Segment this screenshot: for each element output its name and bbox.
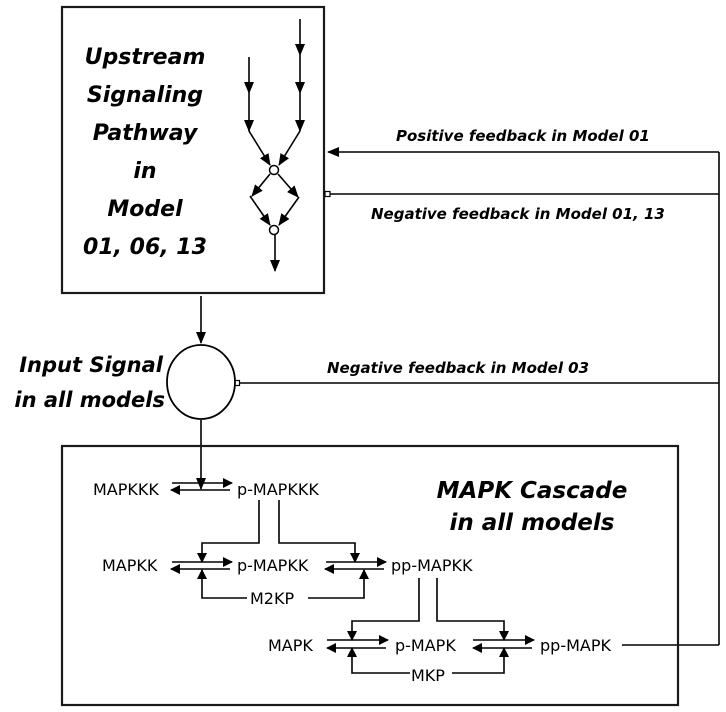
node-mapk: MAPK xyxy=(268,636,313,655)
mini-node xyxy=(268,164,280,176)
node-pp-mapk: pp-MAPK xyxy=(540,636,611,655)
upstream-title-line-1: Upstream xyxy=(85,45,206,70)
catalysis-arrow xyxy=(278,500,360,563)
mini-arrow xyxy=(249,195,271,226)
node-mkp: MKP xyxy=(411,666,445,685)
pp-mapkk-catalysis-lines xyxy=(347,578,509,641)
phosphatase-arrow xyxy=(347,647,410,674)
phosphatase-arrow xyxy=(308,569,369,599)
node-p-mapkkk: p-MAPKKK xyxy=(237,480,319,499)
phosphatase-arrow xyxy=(197,569,247,599)
node-m2kp: M2KP xyxy=(250,589,294,608)
node-p-mapk: p-MAPK xyxy=(395,636,456,655)
node-mapkk: MAPKK xyxy=(102,556,158,575)
node-p-mapkk: p-MAPKK xyxy=(237,556,309,575)
tier-mapk: MAPK p-MAPK pp-MAPK MKP xyxy=(268,635,611,685)
catalysis-arrow xyxy=(197,500,260,563)
mini-arrow xyxy=(278,130,301,166)
tier-mapkk: MAPKK p-MAPKK pp-MAPKK M2KP xyxy=(102,556,473,608)
p-mapkkk-catalysis-lines xyxy=(197,500,360,563)
mini-arrow xyxy=(251,173,271,197)
upstream-title: Upstream Signaling Pathway in Model 01, … xyxy=(83,45,207,260)
catalysis-arrow xyxy=(347,578,420,641)
negative-feedback-label-03: Negative feedback in Model 03 xyxy=(327,359,589,377)
mini-arrow xyxy=(277,173,299,198)
mini-arrow xyxy=(278,196,300,226)
mapk-cascade-box xyxy=(60,444,680,707)
mini-arrow xyxy=(248,130,271,166)
positive-feedback-label: Positive feedback in Model 01 xyxy=(396,127,650,145)
upstream-pathway-box xyxy=(60,5,326,295)
negative-feedback-label-01-13: Negative feedback in Model 01, 13 xyxy=(371,205,665,223)
inhibition-marker xyxy=(324,190,331,198)
cascade-title-line-2: in all models xyxy=(450,510,615,536)
upstream-title-line-6: 01, 06, 13 xyxy=(83,235,207,260)
tier-mapkkk: MAPKKK p-MAPKKK xyxy=(93,478,319,499)
upstream-title-line-4: in xyxy=(133,159,156,184)
node-pp-mapkk: pp-MAPKK xyxy=(391,556,473,575)
catalysis-arrow xyxy=(436,578,509,641)
upstream-mini-network xyxy=(244,19,305,272)
upstream-title-line-3: Pathway xyxy=(93,121,199,146)
input-signal-label-line-2: in all models xyxy=(14,388,165,412)
cascade-title-line-1: MAPK Cascade xyxy=(437,478,628,504)
phosphatase-arrow xyxy=(452,647,509,674)
input-signal-node xyxy=(166,344,236,420)
input-signal-label-line-1: Input Signal xyxy=(19,353,164,377)
mini-node xyxy=(268,224,280,236)
feedback-loops: Positive feedback in Model 01 Negative f… xyxy=(233,127,720,646)
upstream-title-line-5: Model xyxy=(107,197,183,222)
node-mapkkk: MAPKKK xyxy=(93,480,159,499)
upstream-title-line-2: Signaling xyxy=(87,83,203,108)
